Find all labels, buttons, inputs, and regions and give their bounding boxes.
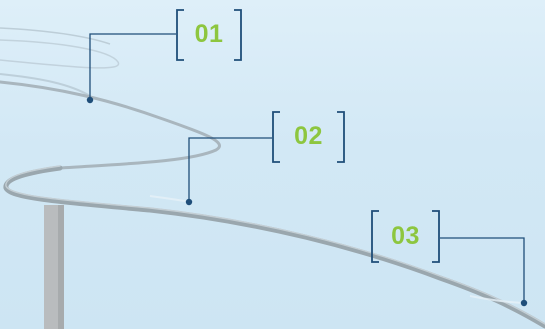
step-01-marker (86, 9, 242, 104)
step-02-bracket-right-icon (337, 111, 345, 163)
step-03-dot (520, 299, 528, 307)
step-03-number: 03 (391, 222, 420, 250)
step-03-bracket-left-icon (371, 210, 379, 263)
step-01-connector (89, 33, 176, 100)
signpost-pole-shade (58, 205, 64, 329)
road-fade (149, 195, 191, 203)
step-02-number: 02 (294, 122, 323, 150)
step-01-bracket-right-icon (234, 9, 242, 61)
road-strand-faint (0, 39, 120, 69)
step-01-number: 01 (194, 20, 224, 48)
step-01-dot (86, 96, 94, 104)
step-02-bracket-left-icon (272, 111, 280, 163)
step-02-connector (188, 137, 272, 202)
step-01-bracket-left-icon (176, 9, 184, 61)
road-fade (469, 295, 525, 304)
road-strand-faint (0, 73, 91, 97)
road-upper-curve (0, 80, 221, 170)
road-main-highlight (5, 165, 545, 325)
step-03-marker (371, 210, 528, 307)
step-02-marker (185, 111, 345, 206)
road-strand-faint (0, 27, 111, 45)
step-02-dot (185, 198, 193, 206)
step-03-bracket-right-icon (432, 210, 440, 263)
step-03-connector (440, 237, 525, 303)
road-main (3, 165, 545, 329)
